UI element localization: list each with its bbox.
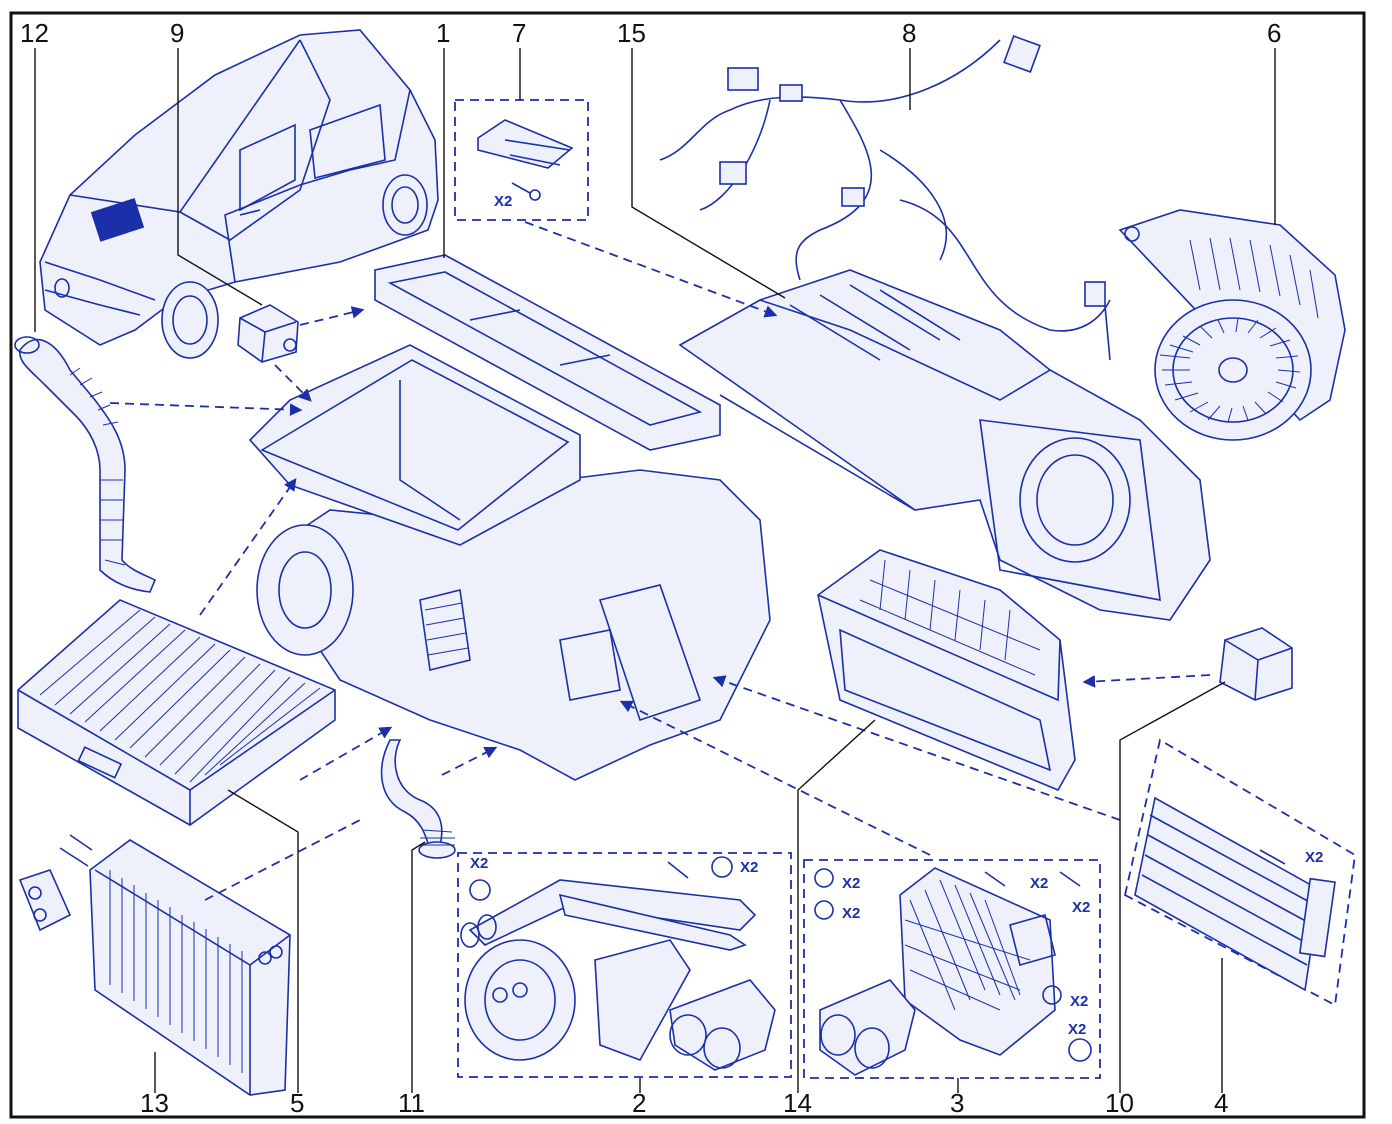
part-13-evaporator: [18, 834, 291, 1096]
part-1-heater-housing: [248, 254, 771, 781]
qty-label-3c: X2: [1030, 875, 1048, 892]
part-4-ptc-heater: X2: [1123, 738, 1356, 1007]
assembly-arrows: [109, 221, 1211, 901]
callout-leaders: [34, 48, 1276, 1093]
part-7-resistor-module: X2: [454, 99, 589, 221]
qty-label-2b: X2: [740, 859, 758, 876]
qty-label-3f: X2: [1068, 1021, 1086, 1038]
part-6-blower-motor: [1118, 209, 1346, 441]
callout-15: 15: [617, 18, 646, 48]
callout-5: 5: [290, 1088, 304, 1118]
qty-label-4: X2: [1305, 849, 1323, 866]
callout-labels: 12 9 1 7 15 8 6 13 5 11 2 14 3 10 4: [20, 18, 1281, 1118]
callout-10: 10: [1105, 1088, 1134, 1118]
part-5-pollen-filter: [17, 599, 336, 826]
callout-11: 11: [398, 1088, 425, 1118]
callout-7: 7: [512, 18, 526, 48]
qty-label-2a: X2: [470, 855, 488, 872]
part-12-drain-hose: [14, 336, 157, 593]
part-10-actuator: [1219, 627, 1293, 701]
callout-1: 1: [436, 18, 450, 48]
vehicle-illustration: [39, 29, 439, 359]
diagram-frame: [9, 11, 1366, 1119]
callout-3: 3: [950, 1088, 964, 1118]
qty-label-3e: X2: [1070, 993, 1088, 1010]
part-3-heater-core-kit: X2 X2 X2 X2 X2 X2: [803, 859, 1101, 1079]
part-2-pipe-kit: X2 X2: [457, 852, 792, 1078]
part-9-actuator: [237, 304, 299, 363]
qty-label-3d: X2: [1072, 899, 1090, 916]
callout-9: 9: [170, 18, 184, 48]
part-11-drain-pipe: [380, 739, 456, 859]
callout-6: 6: [1267, 18, 1281, 48]
qty-label-7: X2: [494, 193, 512, 210]
callout-8: 8: [902, 18, 916, 48]
callout-4: 4: [1214, 1088, 1228, 1118]
part-14-evaporator-housing: [817, 549, 1076, 792]
qty-label-3a: X2: [842, 875, 860, 892]
callout-2: 2: [632, 1088, 646, 1118]
callout-14: 14: [783, 1088, 812, 1118]
qty-label-3b: X2: [842, 905, 860, 922]
callout-13: 13: [140, 1088, 169, 1118]
callout-12: 12: [20, 18, 49, 48]
part-8-wiring-harness: [659, 35, 1111, 361]
part-15-distribution-housing: [678, 269, 1211, 621]
